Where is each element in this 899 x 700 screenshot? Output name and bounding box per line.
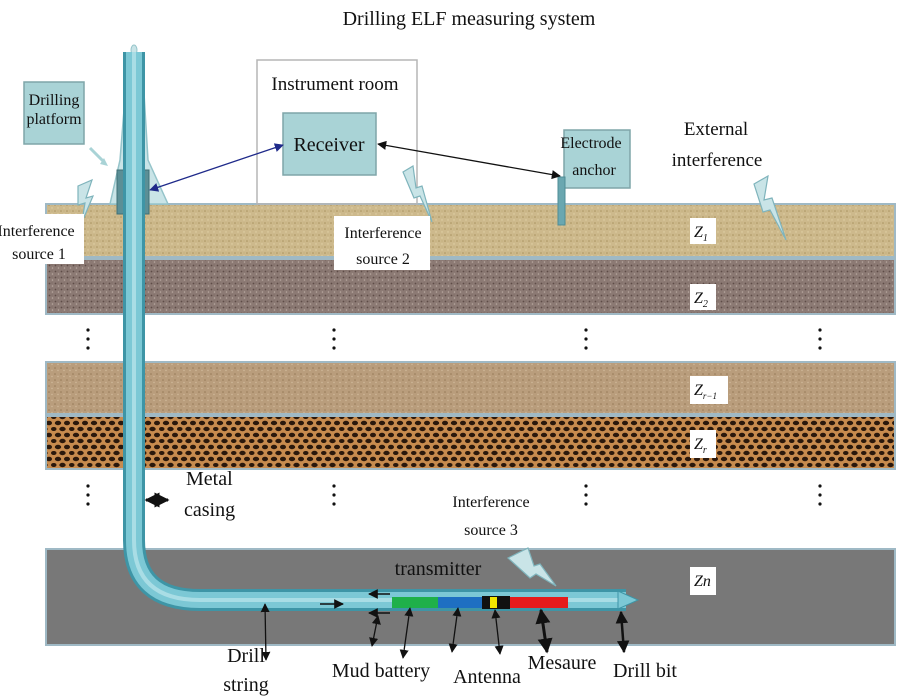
metal-casing-line1: Metal (186, 468, 233, 490)
measure-section (510, 597, 568, 608)
lightning-icon-source3 (506, 547, 557, 587)
layer-label-zr-1: Zr−1 (690, 376, 728, 404)
transmitter-label: transmitter (395, 558, 482, 580)
external-interference-line1: External (684, 119, 748, 140)
drill-bit-label: Drill bit (613, 660, 677, 682)
instrument-room-box (256, 59, 418, 205)
insulator-pointer (491, 609, 504, 655)
interference-source-3-line2: source 3 (464, 522, 518, 539)
ellipsis-dots (86, 328, 822, 506)
instrument-room-label: Instrument room (271, 74, 398, 95)
interference-source-2-line2: source 2 (356, 251, 410, 268)
mud-battery-label: Mud battery (332, 660, 430, 682)
interference-source-2-line1: Interference (344, 225, 421, 242)
layer-label-zn: Zn (690, 567, 716, 595)
interference-source-2-bg (334, 216, 430, 270)
antenna-label: Antenna (453, 666, 521, 688)
external-interference-line2: interference (672, 150, 763, 171)
layer-label-z2: Z2 (690, 284, 716, 310)
drill-string-line2: string (223, 674, 269, 696)
drilling-platform-label-line1: Drilling (29, 92, 80, 109)
wellhead-receiver-link (149, 143, 284, 192)
receiver-box (282, 112, 377, 176)
interference-source-1-line1: Interference (0, 223, 75, 240)
svg-text:Zr: Zr (694, 436, 707, 456)
interference-source-1-line2: source 1 (12, 246, 66, 263)
electrode-anchor-label-line2: anchor (572, 162, 616, 179)
receiver-electrode-link (377, 140, 561, 180)
measure-pointer (535, 608, 553, 654)
lightning-icon-external (753, 174, 787, 241)
layer-zr (45, 415, 896, 470)
platform-pointer (88, 146, 106, 164)
svg-text:Zn: Zn (694, 573, 711, 590)
drilling-platform-box (23, 81, 85, 145)
drill-bit-pointer (615, 610, 630, 654)
electrode-anchor-label-line1: Electrode (560, 135, 621, 152)
drill-bit-tip (617, 590, 640, 610)
mud-battery-section (392, 597, 438, 608)
drill-string-line1: Drill (227, 645, 265, 667)
svg-text:Z2: Z2 (694, 290, 708, 310)
layer-z2 (45, 258, 896, 315)
interference-source-1-bg (0, 214, 84, 264)
layer-label-z1: Z1 (690, 218, 716, 244)
electrode-rod (557, 176, 566, 226)
layer-z1 (45, 203, 896, 258)
mud-battery-pointer (399, 607, 414, 659)
receiver-label: Receiver (293, 134, 364, 156)
svg-text:Z1: Z1 (694, 224, 708, 244)
metal-casing-line2: casing (184, 499, 235, 521)
layer-zr-1 (45, 361, 896, 415)
antenna-section (438, 597, 482, 608)
mud-pointer (369, 615, 381, 647)
antenna-pointer (448, 607, 462, 653)
mesaure-label: Mesaure (528, 652, 597, 674)
lightning-icon-source1 (77, 178, 95, 223)
layer-label-zr: Zr (690, 430, 716, 458)
electrode-anchor-box (563, 129, 631, 189)
interference-source-3-line1: Interference (452, 494, 529, 511)
svg-text:Zr−1: Zr−1 (694, 382, 717, 401)
diagram-title: Drilling ELF measuring system (343, 8, 596, 30)
lightning-icon-source2 (402, 165, 433, 223)
drill-string-pointer (260, 603, 271, 661)
drilling-platform-label-line2: platform (26, 111, 82, 128)
